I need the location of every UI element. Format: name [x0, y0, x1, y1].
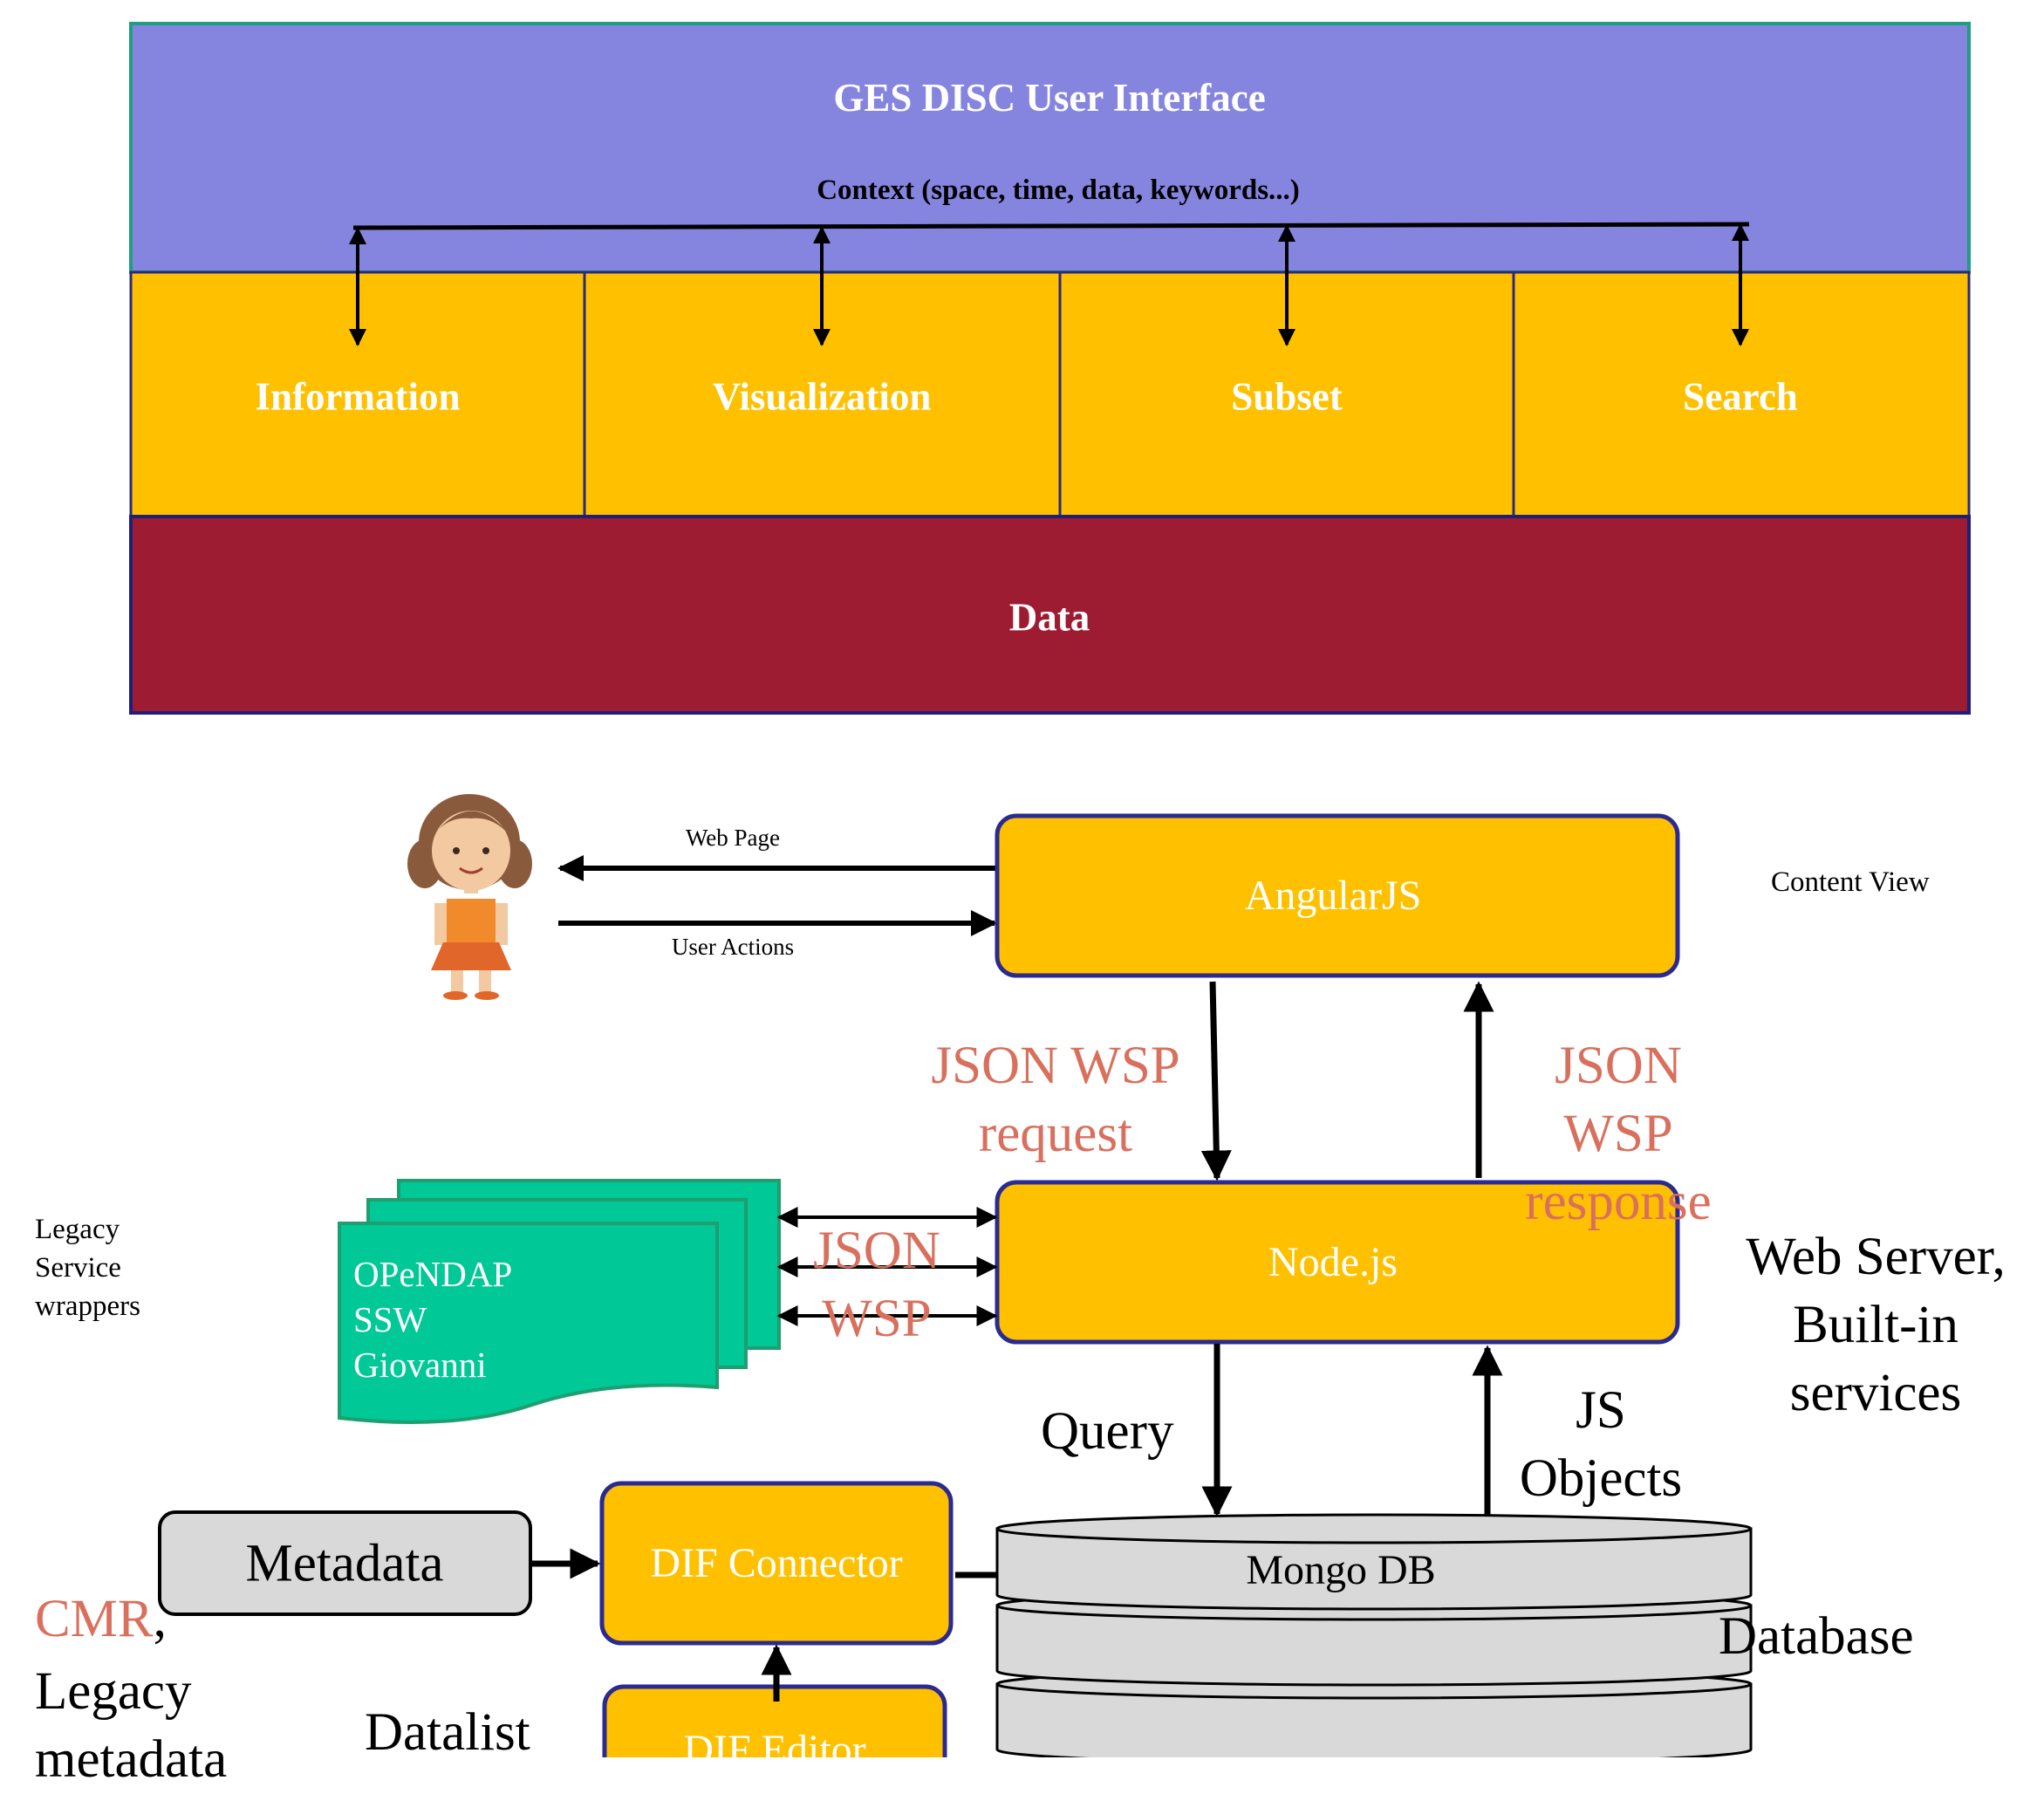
angularjs-label: AngularJS	[1244, 873, 1422, 919]
ui-header-box	[129, 22, 1971, 274]
cmr-suffix: ,	[153, 1590, 167, 1648]
dif-editor-label: DIF Editor	[683, 1727, 866, 1773]
metadata-label: Metadata	[245, 1534, 444, 1593]
context-bus-line	[352, 222, 1750, 230]
legacy-json-wsp-label: JSON WSP	[813, 1222, 940, 1348]
module-visualization-label: Visualization	[712, 374, 932, 419]
json-wsp-request-arrow	[1200, 981, 1232, 1181]
database-label: Database	[1719, 1607, 1914, 1666]
datalist-label: Datalist	[365, 1703, 530, 1762]
web-page-label: Web Page	[685, 825, 781, 851]
js-objects-label: JS Objects	[1519, 1381, 1683, 1508]
web-server-label: Web Server, Built-in services	[1746, 1228, 2006, 1422]
json-wsp-request-label: JSON WSP request	[931, 1037, 1180, 1163]
ui-title: GES DISC User Interface	[833, 76, 1266, 120]
dif-connector-label: DIF Connector	[650, 1540, 903, 1586]
user-actions-label: User Actions	[671, 934, 795, 960]
architecture-diagram	[129, 22, 1971, 1757]
angularjs-box	[995, 813, 1680, 978]
module-subset-label: Subset	[1231, 374, 1343, 419]
legacy-services-stack	[338, 1179, 781, 1424]
metadata-box	[158, 1510, 532, 1616]
query-label: Query	[1041, 1402, 1174, 1461]
cmr-label-line: CMR,	[35, 1592, 167, 1646]
json-wsp-response-label: JSON WSP response	[1525, 1037, 1712, 1231]
legacy-service-giovanni: Giovanni	[353, 1345, 487, 1385]
content-view-label: Content View	[1771, 866, 1930, 898]
cmr-label: CMR	[35, 1590, 154, 1648]
context-label: Context (space, time, data, keywords...)	[817, 175, 1300, 206]
data-layer-box	[129, 515, 1971, 715]
dif-connector-box	[599, 1481, 954, 1646]
mongodb-cylinder	[995, 1513, 1753, 1757]
mongodb-label: Mongo DB	[1246, 1547, 1436, 1593]
module-information-label: Information	[255, 374, 461, 419]
data-layer-label: Data	[1008, 595, 1090, 640]
legacy-metadata-label: Legacy metadata	[35, 1662, 228, 1789]
legacy-service-ssw: SSW	[353, 1299, 427, 1339]
module-search-label: Search	[1683, 374, 1798, 419]
legacy-service-label: Legacy Service wrappers	[35, 1214, 140, 1322]
legacy-service-opendap: OPeNDAP	[353, 1254, 513, 1294]
girl-avatar-icon	[407, 794, 532, 1000]
nodejs-label: Node.js	[1268, 1239, 1398, 1285]
